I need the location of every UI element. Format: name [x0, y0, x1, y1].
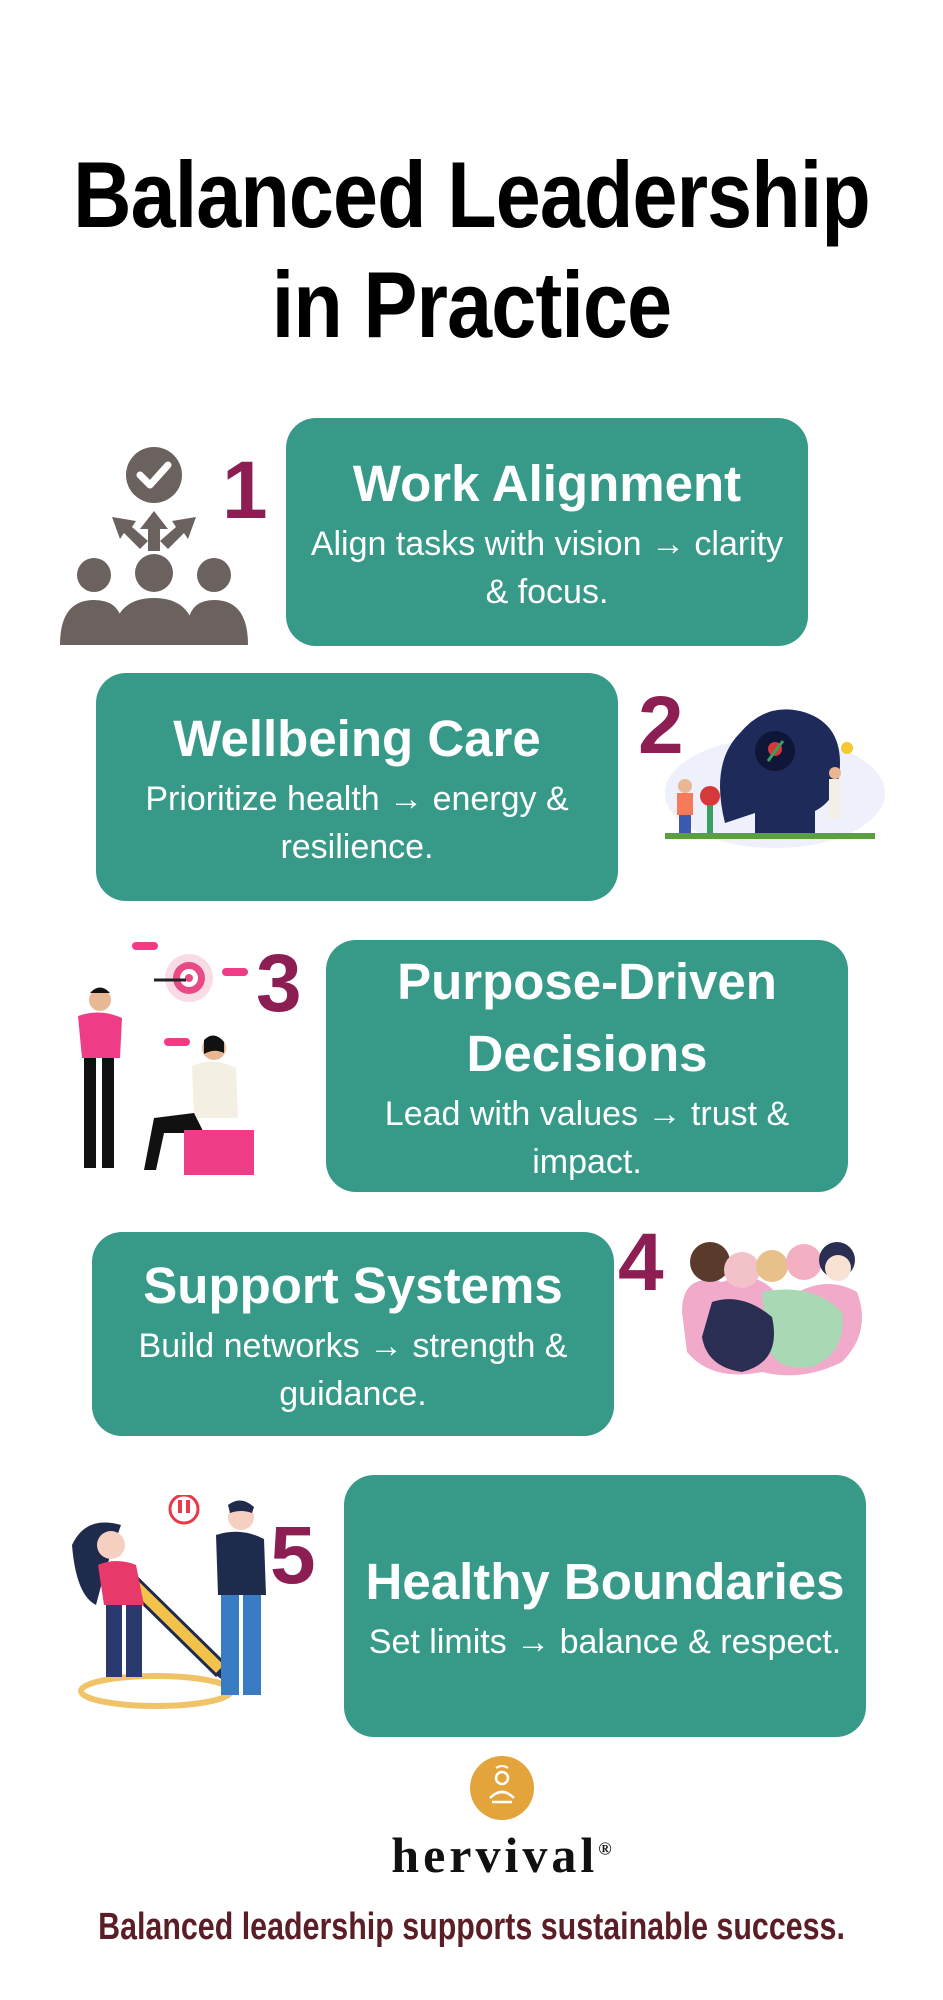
item-description: Align tasks with vision → clarity & focu…	[310, 525, 784, 611]
item-number: 4	[618, 1217, 664, 1308]
mind-garden-illustration-icon	[665, 709, 885, 848]
brand-name: hervival®	[0, 1826, 943, 1884]
tagline: Balanced leadership supports sustainable…	[98, 1906, 845, 1948]
title-line-1: Balanced Leadership	[73, 142, 871, 247]
item-card: Support Systems Build networks → strengt…	[92, 1232, 614, 1436]
item-card: Wellbeing Care Prioritize health → energ…	[96, 673, 618, 901]
item-description: Lead with values → trust & impact.	[384, 1095, 790, 1181]
team-goal-icon	[60, 447, 248, 645]
group-hug-illustration-icon	[682, 1242, 862, 1376]
item-heading: Support Systems	[143, 1257, 563, 1314]
item-number: 3	[256, 938, 302, 1029]
item-heading: Healthy Boundaries	[365, 1553, 845, 1610]
item-description: Prioritize health → energy & resilience.	[145, 780, 569, 866]
target-discussion-illustration-icon	[78, 942, 254, 1175]
item-heading: Purpose-Driven Decisions	[397, 953, 777, 1082]
item-description: Build networks → strength & guidance.	[138, 1327, 568, 1413]
item-description: Set limits → balance & respect.	[368, 1623, 842, 1661]
item-card: Work Alignment Align tasks with vision →…	[286, 418, 808, 646]
item-number: 5	[270, 1510, 316, 1601]
brand-registered-mark: ®	[598, 1838, 612, 1859]
brand-name-text: hervival	[391, 1827, 599, 1883]
item-card: Purpose-Driven Decisions Lead with value…	[326, 940, 848, 1192]
item-heading: Wellbeing Care	[173, 710, 541, 767]
brand-logo-icon	[470, 1756, 534, 1820]
item-heading: Work Alignment	[352, 455, 742, 512]
page-title: Balanced Leadership in Practice	[66, 140, 877, 360]
item-number: 2	[638, 680, 684, 771]
item-number: 1	[222, 445, 268, 536]
boundary-pencil-illustration-icon	[72, 1495, 266, 1709]
item-card: Healthy Boundaries Set limits → balance …	[344, 1475, 866, 1737]
title-line-2: in Practice	[271, 252, 672, 357]
